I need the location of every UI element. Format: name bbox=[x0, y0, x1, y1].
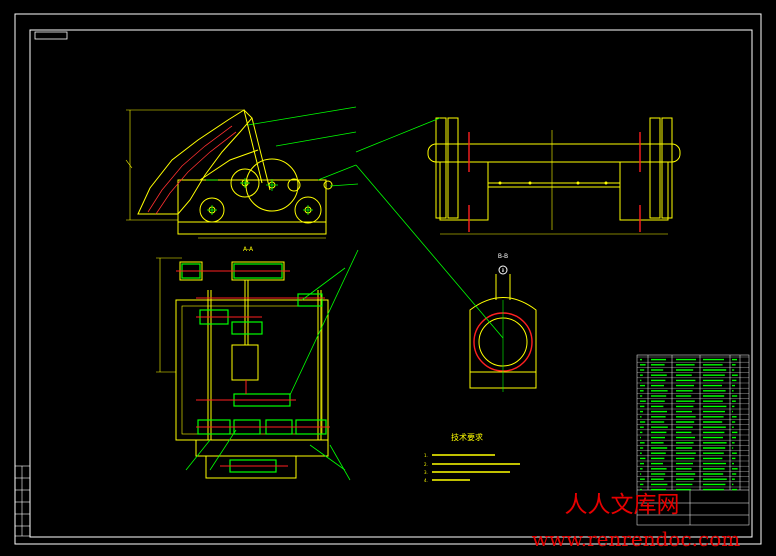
technical-requirements: 技术要求 1. 2. 3. 4. bbox=[424, 432, 520, 483]
section-bb-view: B bbox=[469, 265, 537, 392]
parts-list-rows bbox=[637, 356, 749, 491]
section-aa-label: A-A bbox=[243, 246, 254, 253]
top-view-centerlines bbox=[468, 132, 641, 232]
tech-title: 技术要求 bbox=[451, 432, 483, 442]
outer-border bbox=[14, 13, 762, 545]
section-bb-label: B-B bbox=[498, 253, 508, 260]
parts-list bbox=[636, 354, 750, 526]
leader-lines bbox=[185, 106, 504, 481]
tech-note-3: 3. bbox=[424, 470, 428, 475]
top-view bbox=[427, 117, 681, 235]
front-view-center-marks bbox=[206, 178, 313, 215]
section-aa-bearings bbox=[181, 263, 327, 473]
section-aa-view bbox=[156, 257, 329, 479]
tech-note-1: 1. bbox=[424, 453, 428, 458]
section-bb-mark: B bbox=[502, 268, 505, 273]
revision-stub bbox=[14, 465, 31, 537]
section-aa-centerlines bbox=[176, 270, 330, 467]
watermark-url: www.renrendoc.com bbox=[532, 527, 741, 551]
top-view-dots bbox=[498, 181, 608, 185]
front-view bbox=[125, 109, 333, 239]
tech-note-4: 4. bbox=[424, 478, 428, 483]
inner-border bbox=[29, 29, 753, 538]
sheet-code-box bbox=[34, 31, 68, 40]
watermark-name: 人人文库网 bbox=[565, 492, 680, 518]
tech-note-2: 2. bbox=[424, 462, 428, 467]
